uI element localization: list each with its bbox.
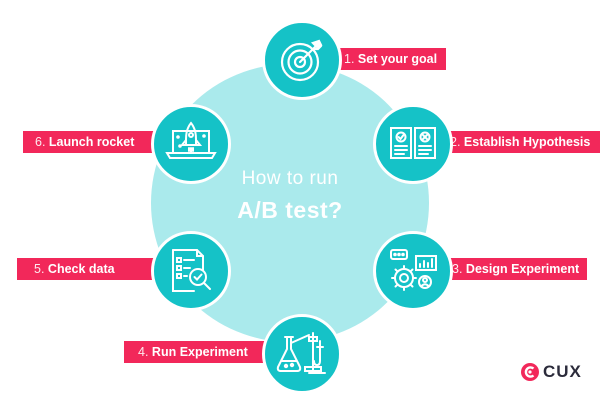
cux-logo-icon — [521, 363, 539, 381]
diagram-title: How to run — [241, 168, 339, 189]
step-text: Check data — [47, 262, 115, 276]
cux-logo: CUX — [520, 361, 582, 383]
step-circle-4 — [262, 314, 342, 394]
step-text: Establish Hypothesis — [463, 135, 591, 149]
magnifier-icon — [172, 249, 211, 292]
step-text: Launch rocket — [48, 135, 135, 149]
target-icon — [280, 39, 323, 82]
flask-icon — [276, 332, 326, 374]
step-text: Run Experiment — [151, 345, 248, 359]
step-text: Design Experiment — [465, 262, 580, 276]
step-number: 1. — [344, 52, 355, 66]
step-label-4: 4. Run Experiment — [124, 341, 288, 363]
step-label-2: 2. Establish Hypothesis — [412, 131, 600, 153]
step-number: 5. — [34, 262, 45, 276]
step-circle-6 — [151, 104, 231, 184]
diagram-subtitle: A/B test? — [237, 197, 343, 223]
step-circle-1 — [262, 20, 342, 100]
step-label-3: 3. Design Experiment — [412, 258, 587, 280]
gears-icon — [390, 249, 437, 291]
step-text: Set your goal — [357, 52, 438, 66]
step-label-6: 6. Launch rocket — [23, 131, 178, 153]
step-circle-3 — [373, 231, 453, 311]
cux-logo-text: CUX — [543, 362, 582, 381]
rocket-icon — [165, 121, 217, 159]
step-circle-5 — [151, 231, 231, 311]
step-circle-2 — [373, 104, 453, 184]
step-label-5: 5. Check data — [17, 258, 177, 280]
step-number: 6. — [35, 135, 46, 149]
documents-icon — [390, 127, 436, 159]
step-number: 2. — [450, 135, 461, 149]
step-number: 4. — [138, 345, 149, 359]
step-number: 3. — [452, 262, 463, 276]
